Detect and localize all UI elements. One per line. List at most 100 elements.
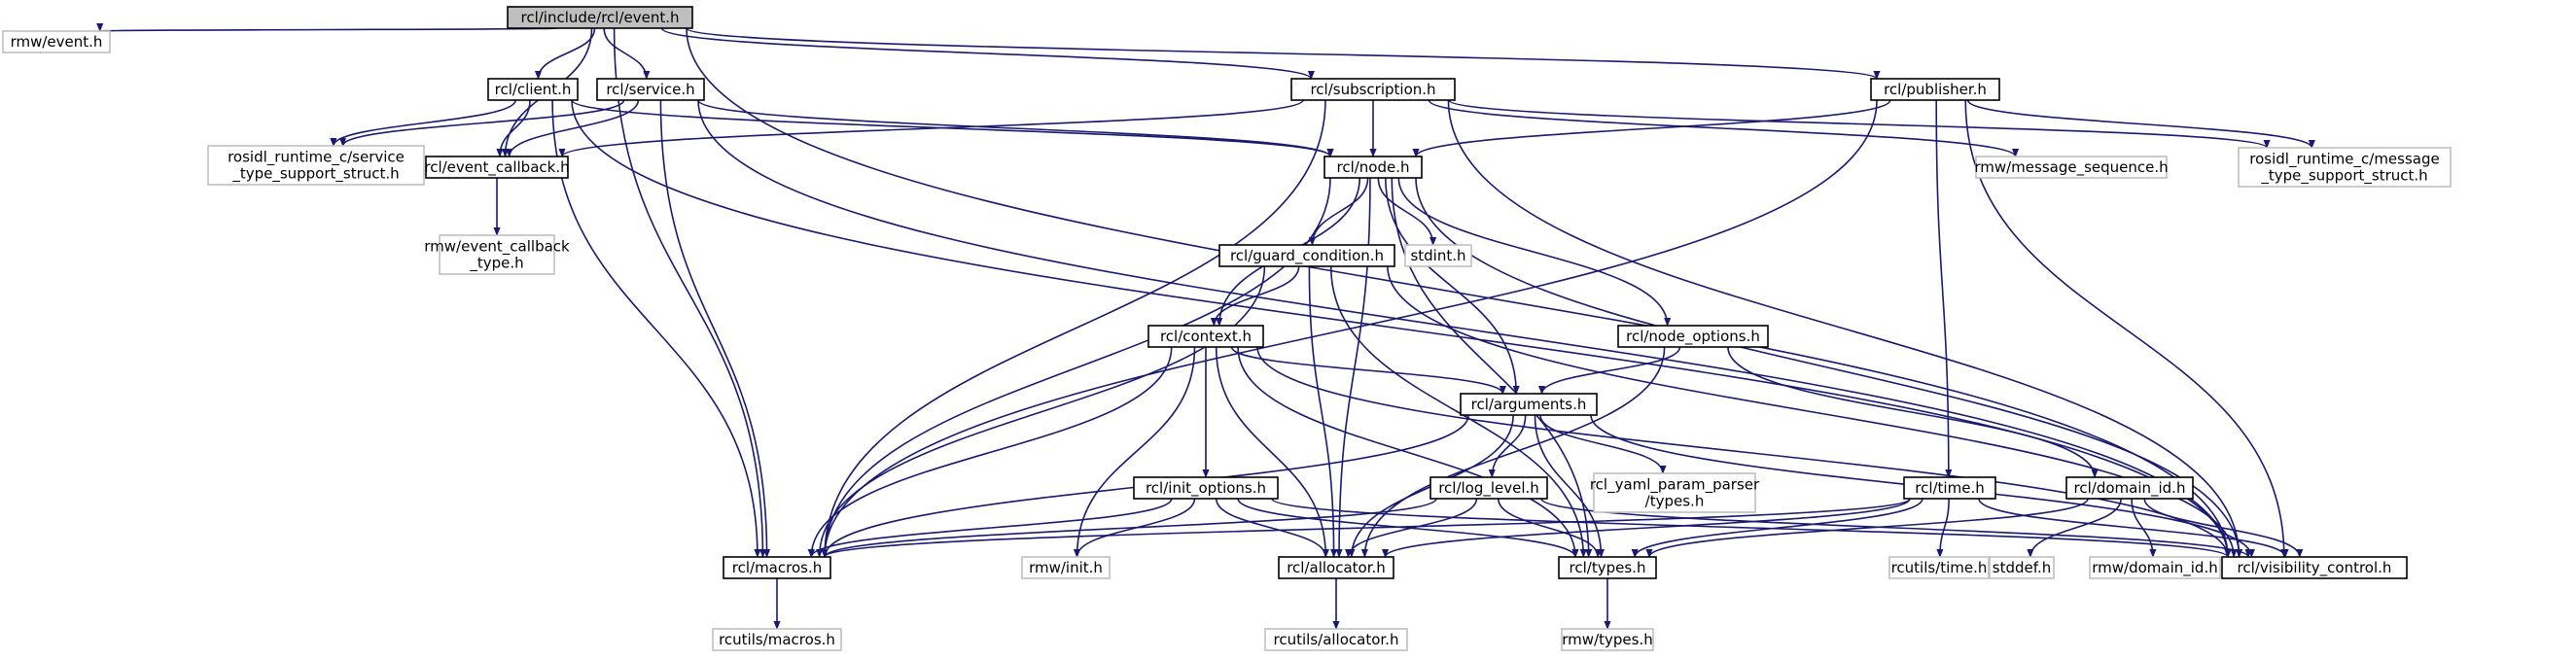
node-rmw-init[interactable]: rmw/init.h xyxy=(1021,556,1111,579)
edge-node_options-to-allocator xyxy=(1360,346,1666,558)
node-box xyxy=(1147,325,1264,348)
edge-node-to-allocator xyxy=(1335,177,1371,558)
edge-service-to-macros xyxy=(659,99,771,558)
node-label: rcl/subscription.h xyxy=(1310,81,1435,98)
edge-node-to-visibility_control xyxy=(1415,177,2243,558)
node-box xyxy=(1404,244,1472,267)
node-macros[interactable]: rcl/macros.h xyxy=(723,556,831,579)
edge-node-to-stdint xyxy=(1377,177,1437,246)
node-label: rmw/event.h xyxy=(11,33,103,51)
node-box xyxy=(1617,325,1769,348)
node-label: rosidl_runtime_c/service xyxy=(228,149,405,167)
node-visibility-control[interactable]: rcl/visibility_control.h xyxy=(2221,556,2408,579)
edge-service-to-node xyxy=(697,99,1334,157)
edge-domain_id-to-types xyxy=(1645,498,2089,558)
edge-node-to-types xyxy=(1391,177,1593,558)
edge-publisher-to-node xyxy=(1412,99,1891,157)
edge-domain_id-to-stddef xyxy=(2027,498,2122,558)
node-rmw-types[interactable]: rmw/types.h xyxy=(1561,628,1654,651)
edge-guard_condition-to-visibility_control xyxy=(1387,265,2238,558)
edge-init_options-to-allocator xyxy=(1215,498,1329,558)
node-rmw-domain-id[interactable]: rmw/domain_id.h xyxy=(2089,556,2221,579)
node-box xyxy=(1133,476,1279,500)
node-event-callback[interactable]: rcl/event_callback.h xyxy=(424,156,570,179)
edge-event_h-to-client xyxy=(534,27,596,80)
edge-time-to-macros xyxy=(821,498,1911,558)
edge-init_options-to-types xyxy=(1237,498,1579,558)
node-time[interactable]: rcl/time.h xyxy=(1903,476,1996,500)
node-box xyxy=(1989,556,2055,579)
edge-publisher-to-time xyxy=(1935,99,1953,478)
node-log-level[interactable]: rcl/log_level.h xyxy=(1429,476,1548,500)
node-types[interactable]: rcl/types.h xyxy=(1558,556,1657,579)
node-context[interactable]: rcl/context.h xyxy=(1147,325,1264,348)
node-box xyxy=(2238,147,2452,188)
node-label: rosidl_runtime_c/message xyxy=(2249,151,2439,169)
node-rmw-event-callback[interactable]: rmw/event_callback_type.h xyxy=(424,234,570,275)
edge-domain_id-to-visibility_control xyxy=(2143,498,2304,558)
edge-arguments-to-yaml_param xyxy=(1539,414,1667,474)
edge-subscription-to-rmw_message_sequence xyxy=(1428,99,2019,157)
node-node-options[interactable]: rcl/node_options.h xyxy=(1617,325,1769,348)
node-label: rcl/client.h xyxy=(495,81,572,98)
node-rcutils-time[interactable]: rcutils/time.h xyxy=(1888,556,1990,579)
node-box xyxy=(2,30,111,53)
edge-node-to-macros xyxy=(821,177,1331,558)
node-label: stddef.h xyxy=(1993,559,2051,576)
node-guard-condition[interactable]: rcl/guard_condition.h xyxy=(1218,244,1395,267)
node-publisher[interactable]: rcl/publisher.h xyxy=(1870,78,2000,101)
node-init-options[interactable]: rcl/init_options.h xyxy=(1133,476,1279,500)
edge-subscription-to-event_callback xyxy=(558,99,1304,157)
node-box xyxy=(487,78,579,101)
edge-domain_id-to-rmw_domain_id xyxy=(2131,498,2157,558)
node-box xyxy=(1323,156,1423,179)
node-rmw-message-sequence[interactable]: rmw/message_sequence.h xyxy=(1974,156,2169,179)
node-yaml-param[interactable]: rcl_yaml_param_parser/types.h xyxy=(1590,472,1760,513)
node-box xyxy=(1264,628,1408,651)
node-label: rcl/publisher.h xyxy=(1884,81,1987,98)
node-rmw-event[interactable]: rmw/event.h xyxy=(2,30,111,53)
node-event-h[interactable]: rcl/include/rcl/event.h xyxy=(507,6,693,29)
edge-event_h-to-macros xyxy=(613,27,767,558)
node-arguments[interactable]: rcl/arguments.h xyxy=(1460,393,1598,416)
node-label: rcl/macros.h xyxy=(732,559,822,576)
edge-subscription-to-rosidl_message xyxy=(1448,99,2271,149)
node-stddef[interactable]: stddef.h xyxy=(1989,556,2055,579)
edge-init_options-to-macros xyxy=(807,498,1173,558)
node-allocator[interactable]: rcl/allocator.h xyxy=(1278,556,1394,579)
node-box xyxy=(1460,393,1598,416)
node-box xyxy=(712,628,842,651)
edge-event_h-to-rmw_event xyxy=(98,22,558,32)
edge-service-to-event_callback xyxy=(506,99,640,157)
node-node[interactable]: rcl/node.h xyxy=(1323,156,1423,179)
node-label: rcutils/allocator.h xyxy=(1274,631,1399,648)
node-subscription[interactable]: rcl/subscription.h xyxy=(1290,78,1456,101)
node-box xyxy=(1903,476,1996,500)
node-label: rcutils/time.h xyxy=(1891,559,1988,576)
node-rcutils-macros[interactable]: rcutils/macros.h xyxy=(712,628,842,651)
edge-guard_condition-to-types xyxy=(1329,265,1587,558)
node-label: rcl/init_options.h xyxy=(1146,479,1266,498)
node-box xyxy=(723,556,831,579)
edge-event_h-to-publisher xyxy=(686,27,1881,80)
node-service[interactable]: rcl/service.h xyxy=(596,78,705,101)
node-client[interactable]: rcl/client.h xyxy=(487,78,579,101)
node-label: rcl/domain_id.h xyxy=(2074,479,2186,498)
edge-log_level-to-types xyxy=(1497,498,1602,558)
node-domain-id[interactable]: rcl/domain_id.h xyxy=(2065,476,2194,500)
node-box xyxy=(425,156,569,179)
node-label: rcl/context.h xyxy=(1160,328,1252,345)
edge-time-to-allocator xyxy=(1382,498,1911,558)
node-label: rcl/time.h xyxy=(1915,479,1984,497)
edge-log_level-to-allocator xyxy=(1344,498,1478,558)
edge-log_level-to-visibility_control xyxy=(1540,498,2252,558)
node-label: rcl/visibility_control.h xyxy=(2238,559,2392,577)
node-rosidl-service[interactable]: rosidl_runtime_c/service_type_support_st… xyxy=(207,145,425,186)
node-box xyxy=(1429,476,1548,500)
edge-subscription-to-macros xyxy=(821,99,1326,558)
edge-context-to-rmw_init xyxy=(1073,346,1196,558)
node-stdint[interactable]: stdint.h xyxy=(1404,244,1472,267)
node-rcutils-allocator[interactable]: rcutils/allocator.h xyxy=(1264,628,1408,651)
node-rosidl-message[interactable]: rosidl_runtime_c/message_type_support_st… xyxy=(2238,147,2452,188)
